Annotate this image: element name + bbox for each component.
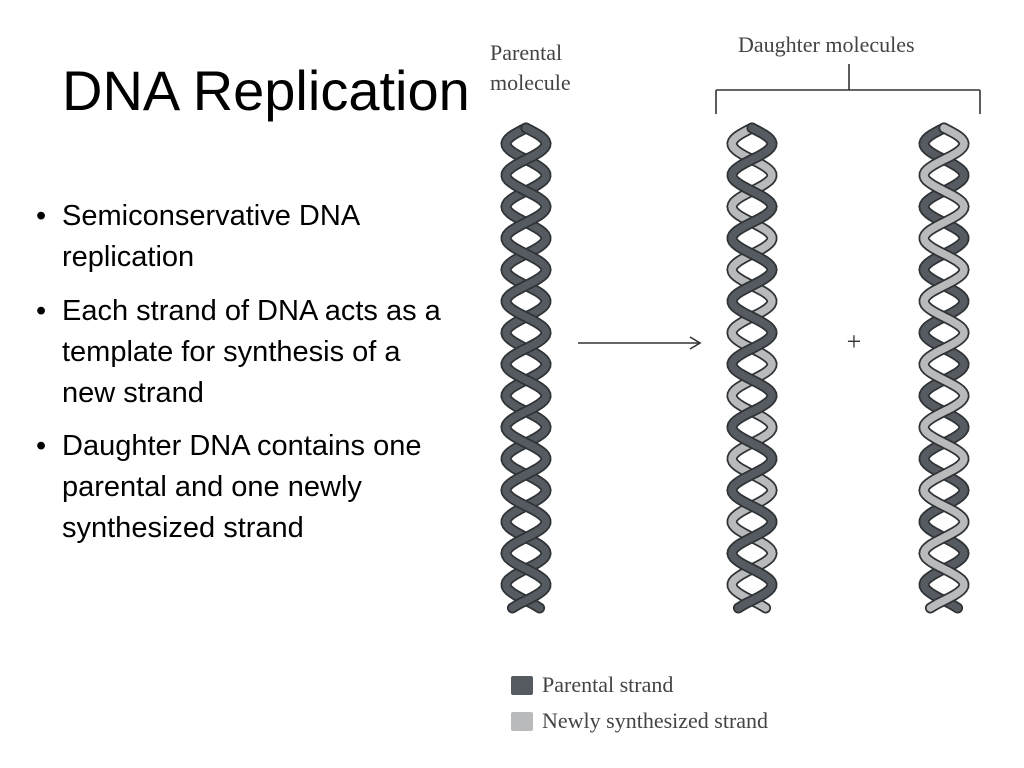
plus-sign: + (847, 327, 862, 356)
page-title: DNA Replication (62, 59, 470, 122)
parental-molecule-label-line2: molecule (490, 70, 571, 95)
legend-label-parental: Parental strand (542, 672, 673, 697)
legend-swatch-parental (511, 676, 533, 695)
strand-a (728, 124, 776, 612)
strand-b (502, 124, 550, 612)
parental-helix (500, 122, 552, 614)
diagram-svg: Parental molecule Daughter molecules + P… (490, 32, 981, 733)
bullet-item: Daughter DNA contains one parental and o… (36, 426, 446, 549)
parental-molecule-label-line1: Parental (490, 40, 562, 65)
replication-diagram: Parental molecule Daughter molecules + P… (470, 20, 1024, 750)
bullet-list: Semiconservative DNA replication Each st… (36, 196, 446, 562)
legend-swatch-new (511, 712, 533, 731)
legend-label-new: Newly synthesized strand (542, 708, 768, 733)
daughter-bracket (715, 64, 981, 114)
strand-b (920, 124, 968, 612)
strand-b (728, 124, 776, 612)
strand-a (920, 124, 968, 612)
legend: Parental strand Newly synthesized strand (511, 672, 768, 733)
daughter-helix-1 (726, 122, 778, 614)
arrow-icon (578, 336, 702, 350)
strand-a (502, 124, 550, 612)
daughter-molecules-label: Daughter molecules (738, 32, 915, 57)
bullet-item: Semiconservative DNA replication (36, 196, 446, 278)
daughter-helix-2 (918, 122, 970, 614)
bullet-item: Each strand of DNA acts as a template fo… (36, 291, 446, 414)
